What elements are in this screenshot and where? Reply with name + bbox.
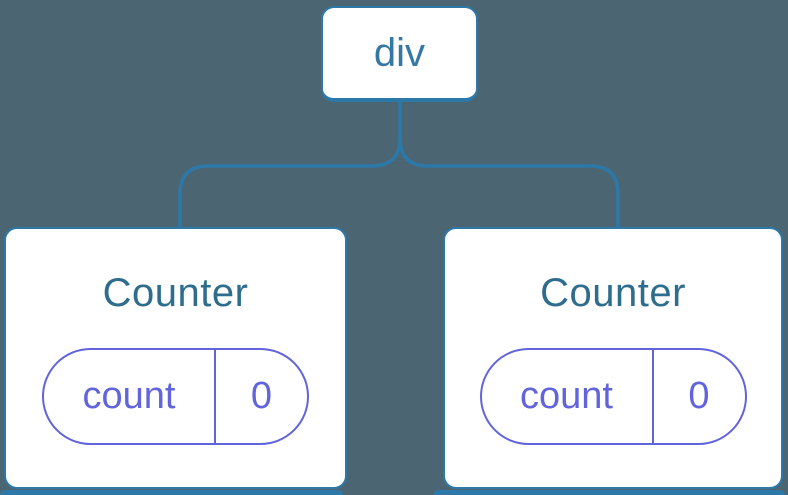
counter-card-right: Counter count 0 — [443, 227, 783, 489]
state-value: 0 — [688, 375, 710, 417]
connector-left-branch — [178, 100, 402, 227]
root-node-label: div — [373, 30, 426, 75]
state-key: count — [44, 350, 216, 443]
connector-right-branch — [398, 100, 620, 227]
clipped-card-edge-right — [433, 490, 785, 495]
tree-node-div: div — [321, 6, 478, 102]
counter-card-left: Counter count 0 — [4, 227, 347, 489]
clipped-card-edge-left — [0, 490, 343, 495]
card-title: Counter — [540, 271, 686, 315]
state-pill: count 0 — [479, 348, 747, 445]
state-key: count — [482, 350, 654, 443]
state-value: 0 — [250, 375, 273, 417]
card-title: Counter — [102, 271, 249, 315]
state-pill: count 0 — [42, 348, 309, 445]
